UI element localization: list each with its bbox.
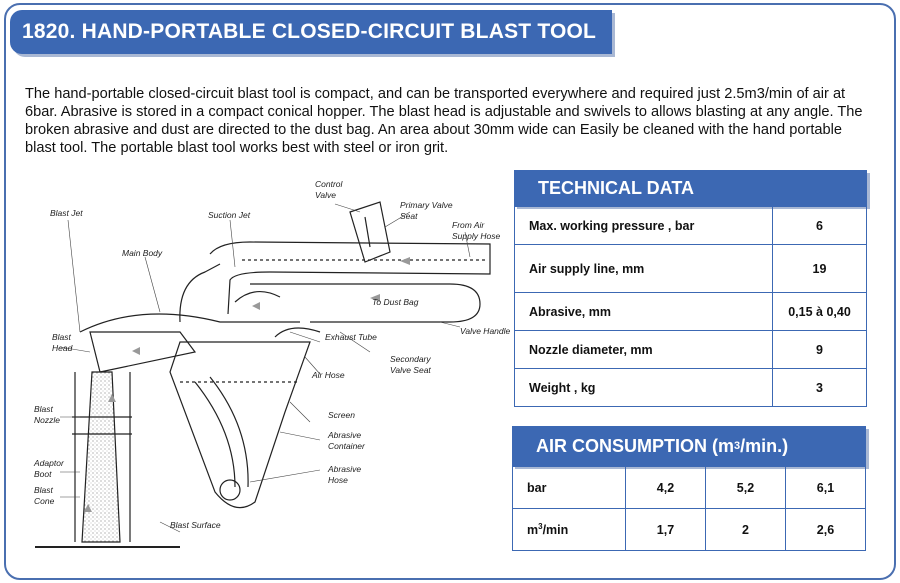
param-cell: Air supply line, mm — [514, 244, 773, 293]
title-bar: 1820. HAND-PORTABLE CLOSED-CIRCUIT BLAST… — [10, 10, 612, 54]
label-from-air-supply: From Air — [452, 220, 485, 230]
label-abrasive-hose: Hose — [328, 475, 348, 485]
param-cell: Weight , kg — [514, 368, 773, 407]
label-control-valve: Control — [315, 179, 344, 189]
label-adaptor-boot: Boot — [34, 469, 52, 479]
label-valve-handle: Valve Handle — [460, 326, 510, 336]
intro-paragraph: The hand-portable closed-circuit blast t… — [25, 86, 863, 156]
row-label-superscript: 3 — [538, 521, 543, 531]
label-blast-cone: Blast — [34, 485, 54, 495]
table-row: Max. working pressure , bar 6 — [514, 206, 867, 245]
heading-superscript: 3 — [734, 440, 741, 452]
label-control-valve: Valve — [315, 190, 336, 200]
value-cell: 6,1 — [785, 466, 866, 509]
heading-text-end: /min.) — [740, 435, 789, 456]
blast-tool-drawing: Control Valve Primary Valve Seat From Ai… — [33, 179, 510, 548]
value-cell: 2 — [705, 508, 786, 551]
table-row: m3/min 1,7 2 2,6 — [512, 508, 866, 551]
label-abrasive-hose: Abrasive — [327, 464, 361, 474]
label-primary-valve-seat: Primary Valve — [400, 200, 453, 210]
row-label-text: m — [527, 523, 539, 538]
technical-data-table: Max. working pressure , bar 6 Air supply… — [514, 206, 867, 407]
param-cell: Abrasive, mm — [514, 292, 773, 331]
label-blast-head: Head — [52, 343, 73, 353]
table-row: Abrasive, mm 0,15 à 0,40 — [514, 292, 867, 331]
table-row: bar 4,2 5,2 6,1 — [512, 466, 866, 509]
label-abrasive-container: Container — [328, 441, 366, 451]
label-blast-surface: Blast Surface — [170, 520, 221, 530]
label-abrasive-container: Abrasive — [327, 430, 361, 440]
label-blast-nozzle: Nozzle — [34, 415, 60, 425]
param-cell: Max. working pressure , bar — [514, 206, 773, 245]
label-secondary-valve-seat: Valve Seat — [390, 365, 431, 375]
table-row: Nozzle diameter, mm 9 — [514, 330, 867, 369]
heading-text: AIR CONSUMPTION (m — [536, 435, 734, 456]
technical-data-heading: TECHNICAL DATA — [514, 170, 867, 206]
air-consumption-table: bar 4,2 5,2 6,1 m3/min 1,7 2 2,6 — [512, 466, 866, 551]
value-cell: 4,2 — [625, 466, 706, 509]
table-row: Weight , kg 3 — [514, 368, 867, 407]
blast-tool-diagram: Control Valve Primary Valve Seat From Ai… — [20, 172, 510, 572]
value-cell: 1,7 — [625, 508, 706, 551]
label-exhaust-tube: Exhaust Tube — [325, 332, 377, 342]
label-screen: Screen — [328, 410, 355, 420]
value-cell: 3 — [772, 368, 867, 407]
row-label: m3/min — [512, 508, 626, 551]
value-cell: 19 — [772, 244, 867, 293]
label-suction-jet: Suction Jet — [208, 210, 251, 220]
table-row: Air supply line, mm 19 — [514, 244, 867, 293]
value-cell: 9 — [772, 330, 867, 369]
page-title: 1820. HAND-PORTABLE CLOSED-CIRCUIT BLAST… — [22, 20, 597, 43]
value-cell: 0,15 à 0,40 — [772, 292, 867, 331]
label-from-air-supply: Supply Hose — [452, 231, 500, 241]
value-cell: 6 — [772, 206, 867, 245]
label-secondary-valve-seat: Secondary — [390, 354, 431, 364]
label-adaptor-boot: Adaptor — [33, 458, 65, 468]
label-to-dust-bag: To Dust Bag — [372, 297, 419, 307]
value-cell: 2,6 — [785, 508, 866, 551]
row-label-text-end: /min — [542, 523, 569, 538]
label-blast-cone: Cone — [34, 496, 55, 506]
label-air-hose: Air Hose — [311, 370, 345, 380]
technical-data-panel: TECHNICAL DATA Max. working pressure , b… — [514, 170, 867, 407]
label-blast-jet: Blast Jet — [50, 208, 83, 218]
value-cell: 5,2 — [705, 466, 786, 509]
param-cell: Nozzle diameter, mm — [514, 330, 773, 369]
row-label: bar — [512, 466, 626, 509]
label-blast-nozzle: Blast — [34, 404, 54, 414]
label-blast-head: Blast — [52, 332, 72, 342]
label-primary-valve-seat: Seat — [400, 211, 418, 221]
label-main-body: Main Body — [122, 248, 163, 258]
